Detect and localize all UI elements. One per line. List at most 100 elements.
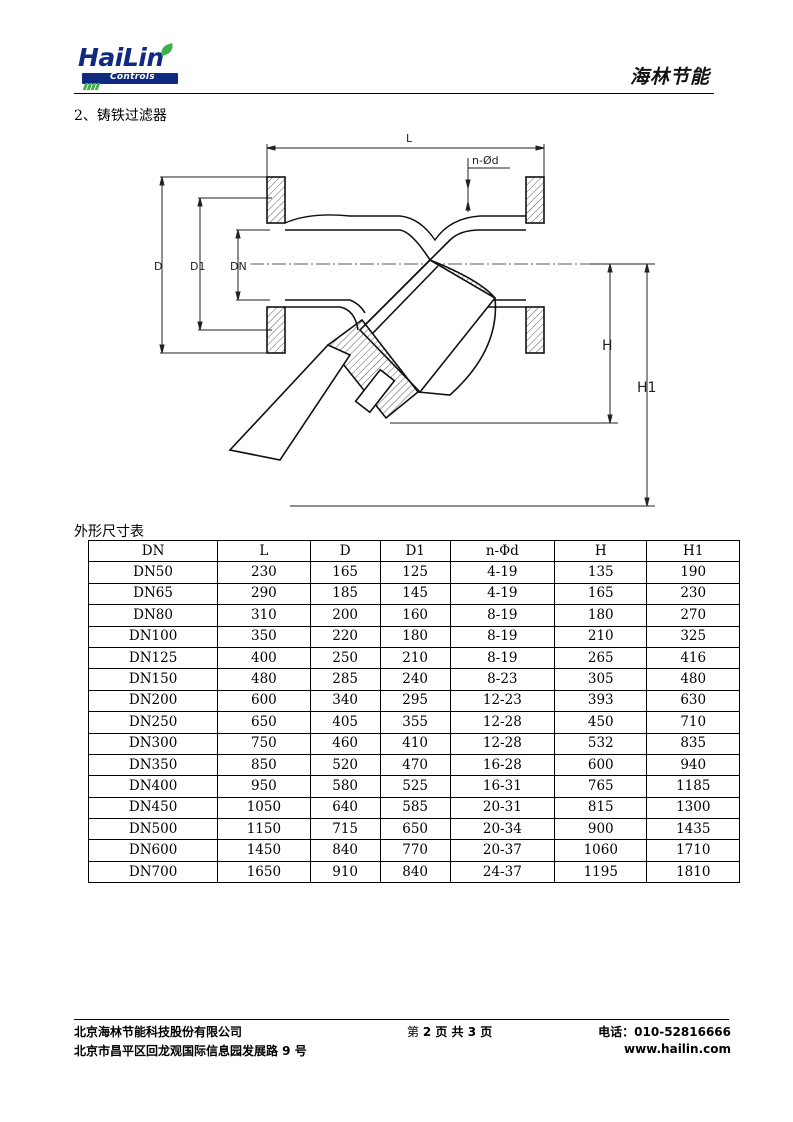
table-cell: 630 bbox=[646, 689, 740, 713]
table-cell: 165 bbox=[554, 582, 648, 606]
strainer-drawing: L n-Ød D D1 DN H H1 bbox=[150, 130, 670, 520]
table-cell: 230 bbox=[217, 561, 311, 584]
table-cell: 1435 bbox=[646, 818, 740, 841]
header-cell: H1 bbox=[646, 539, 740, 563]
table-cell: 460 bbox=[309, 732, 381, 755]
table-cell: 285 bbox=[309, 668, 381, 691]
table-cell: 1650 bbox=[217, 860, 311, 884]
brand-name: 海林节能 bbox=[629, 66, 710, 88]
hailin-logo: HaiLin Controls bbox=[78, 42, 178, 90]
header-cell: D1 bbox=[379, 539, 451, 563]
table-cell: 815 bbox=[554, 796, 648, 820]
table-cell: 640 bbox=[309, 796, 381, 820]
header-cell: n-Φd bbox=[449, 539, 556, 563]
table-cell: 125 bbox=[379, 561, 451, 584]
logo-subtitle: Controls bbox=[110, 72, 155, 82]
table-cell: 20-31 bbox=[449, 796, 556, 820]
table-cell: 16-28 bbox=[449, 753, 556, 777]
table-cell: 230 bbox=[646, 582, 740, 606]
table-cell: 340 bbox=[309, 689, 381, 713]
table-cell: 770 bbox=[379, 839, 451, 862]
table-cell: 1300 bbox=[646, 796, 740, 820]
company-address: 北京市昌平区回龙观国际信息园发展路 9 号 bbox=[74, 1044, 307, 1058]
logo-wordmark: HaiLin bbox=[78, 43, 164, 72]
table-cell: 1050 bbox=[217, 796, 311, 820]
label-d: D bbox=[154, 260, 162, 273]
table-cell: 835 bbox=[646, 732, 740, 755]
table-cell: 270 bbox=[646, 604, 740, 627]
table-header-row: DN L D D1 n-Φd H H1 bbox=[87, 539, 740, 563]
footer-divider bbox=[74, 1019, 729, 1020]
table-cell: 416 bbox=[646, 646, 740, 670]
table-cell: DN400 bbox=[87, 775, 219, 798]
table-cell: DN50 bbox=[87, 561, 219, 584]
table-cell: 1185 bbox=[646, 775, 740, 798]
table-cell: 400 bbox=[217, 646, 311, 670]
table-cell: 8-23 bbox=[449, 668, 556, 691]
table-cell: DN80 bbox=[87, 604, 219, 627]
logo-bar: Controls bbox=[82, 72, 178, 84]
table-cell: DN450 bbox=[87, 796, 219, 820]
table-cell: 840 bbox=[309, 839, 381, 862]
table-cell: DN65 bbox=[87, 582, 219, 606]
table-cell: 1150 bbox=[217, 818, 311, 841]
table-cell: DN600 bbox=[87, 839, 219, 862]
table-cell: 910 bbox=[309, 860, 381, 884]
table-cell: 520 bbox=[309, 753, 381, 777]
table-cell: 200 bbox=[309, 604, 381, 627]
table-cell: 295 bbox=[379, 689, 451, 713]
table-cell: 480 bbox=[217, 668, 311, 691]
page-footer: 北京海林节能科技股份有限公司 北京市昌平区回龙观国际信息园发展路 9 号 第 2… bbox=[74, 1023, 731, 1063]
header-divider bbox=[74, 93, 714, 94]
table-cell: 750 bbox=[217, 732, 311, 755]
table-cell: 1450 bbox=[217, 839, 311, 862]
label-d1: D1 bbox=[190, 260, 205, 273]
table-cell: 1195 bbox=[554, 860, 648, 884]
table-cell: 355 bbox=[379, 711, 451, 734]
table-cell: 950 bbox=[217, 775, 311, 798]
table-cell: 585 bbox=[379, 796, 451, 820]
table-cell: DN100 bbox=[87, 625, 219, 648]
table-cell: 210 bbox=[379, 646, 451, 670]
phone-number: 电话：010-52816666 bbox=[598, 1025, 731, 1039]
table-cell: 290 bbox=[217, 582, 311, 606]
stripes-icon bbox=[82, 75, 102, 90]
website-link[interactable]: www.hailin.com bbox=[624, 1042, 731, 1056]
table-cell: DN125 bbox=[87, 646, 219, 670]
table-cell: 405 bbox=[309, 711, 381, 734]
table-cell: 190 bbox=[646, 561, 740, 584]
table-cell: 145 bbox=[379, 582, 451, 606]
table-cell: 12-23 bbox=[449, 689, 556, 713]
table-cell: DN150 bbox=[87, 668, 219, 691]
company-name: 北京海林节能科技股份有限公司 bbox=[74, 1025, 243, 1039]
table-cell: DN700 bbox=[87, 860, 219, 884]
table-cell: 480 bbox=[646, 668, 740, 691]
table-cell: 850 bbox=[217, 753, 311, 777]
table-cell: 160 bbox=[379, 604, 451, 627]
table-cell: 715 bbox=[309, 818, 381, 841]
header-cell: L bbox=[217, 539, 311, 563]
table-cell: 24-37 bbox=[449, 860, 556, 884]
table-cell: DN250 bbox=[87, 711, 219, 734]
table-cell: 12-28 bbox=[449, 732, 556, 755]
table-cell: 240 bbox=[379, 668, 451, 691]
table-cell: 8-19 bbox=[449, 646, 556, 670]
header-cell: D bbox=[309, 539, 381, 563]
page-number: 第 2 页 共 3 页 bbox=[407, 1023, 492, 1040]
total-pages: 3 bbox=[467, 1025, 477, 1039]
table-cell: 8-19 bbox=[449, 625, 556, 648]
table-cell: 8-19 bbox=[449, 604, 556, 627]
table-cell: 1710 bbox=[646, 839, 740, 862]
table-cell: 4-19 bbox=[449, 561, 556, 584]
